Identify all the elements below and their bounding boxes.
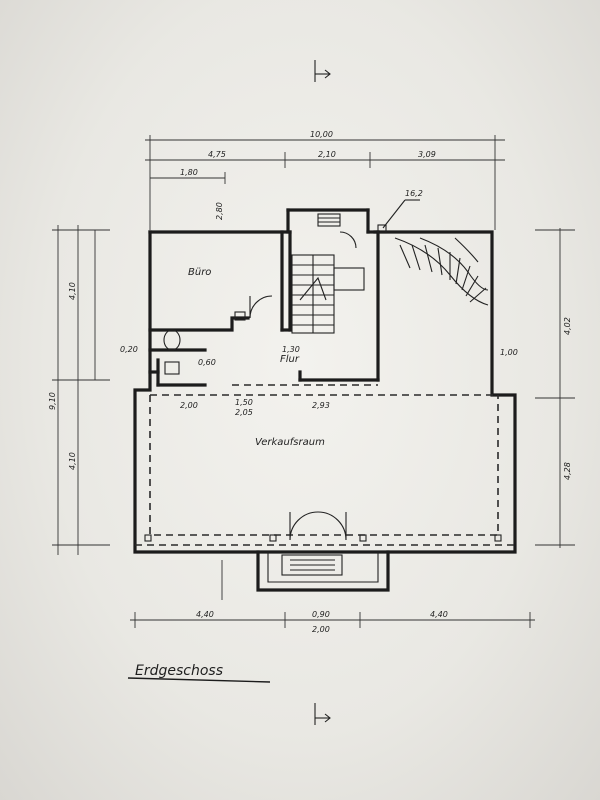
dim-inner-d5: 1,30 — [282, 345, 300, 354]
dim-left-lower: 4,10 — [68, 452, 77, 470]
dim-right-upper: 4,02 — [563, 317, 572, 335]
room-label-hall: Flur — [280, 354, 300, 365]
wc-fixtures — [163, 311, 246, 375]
stair-mark-leader — [377, 199, 420, 234]
dim-inner-d6: 2,80 — [215, 202, 224, 220]
dim-misc-a: 0,20 — [120, 345, 138, 354]
plan-title: Erdgeschoss — [135, 663, 223, 679]
dim-bottom-center-a: 0,90 — [312, 610, 330, 619]
dim-misc-c: 1,00 — [500, 348, 518, 357]
section-marker-bottom — [314, 703, 331, 725]
dim-misc-b: 0,60 — [198, 358, 216, 367]
dim-inner-d3: 2,05 — [235, 408, 253, 417]
column-markers — [144, 534, 502, 542]
left-dimension-chain — [52, 225, 110, 555]
door-swings — [249, 231, 357, 541]
room-label-office: Büro — [188, 267, 211, 278]
dim-left-total: 9,10 — [48, 392, 57, 410]
top-dimension-chain — [145, 135, 505, 230]
interior-walls — [148, 230, 380, 387]
dim-bottom-right: 4,40 — [430, 610, 448, 619]
stair-straight — [291, 254, 365, 334]
room-label-sales: Verkaufsraum — [255, 437, 325, 448]
dim-top-overall: 10,00 — [310, 130, 333, 139]
dim-top-seg3: 3,09 — [418, 150, 436, 159]
title-underline — [127, 677, 271, 683]
window-shaft — [317, 213, 341, 227]
dim-top-seg1: 4,75 — [208, 150, 226, 159]
dim-left-upper: 4,10 — [68, 282, 77, 300]
entrance-steps — [256, 550, 390, 592]
dim-top-seg2: 2,10 — [318, 150, 336, 159]
dim-inner-d2: 1,50 — [235, 398, 253, 407]
dim-inner-d4: 2,93 — [312, 401, 330, 410]
exterior-walls — [133, 208, 517, 554]
stair-spiral — [394, 237, 489, 306]
dim-right-lower: 4,28 — [563, 462, 572, 480]
stair-mark-label: 16,2 — [405, 189, 423, 198]
dashed-lines — [135, 384, 515, 546]
dim-bottom-center-b: 2,00 — [312, 625, 330, 634]
bottom-dimension-chain — [130, 560, 535, 628]
dim-inner-d1: 2,00 — [180, 401, 198, 410]
dim-bottom-left: 4,40 — [196, 610, 214, 619]
right-dimension-chain — [535, 228, 575, 548]
section-marker-top — [314, 60, 331, 82]
dim-top-sub: 1,80 — [180, 168, 198, 177]
